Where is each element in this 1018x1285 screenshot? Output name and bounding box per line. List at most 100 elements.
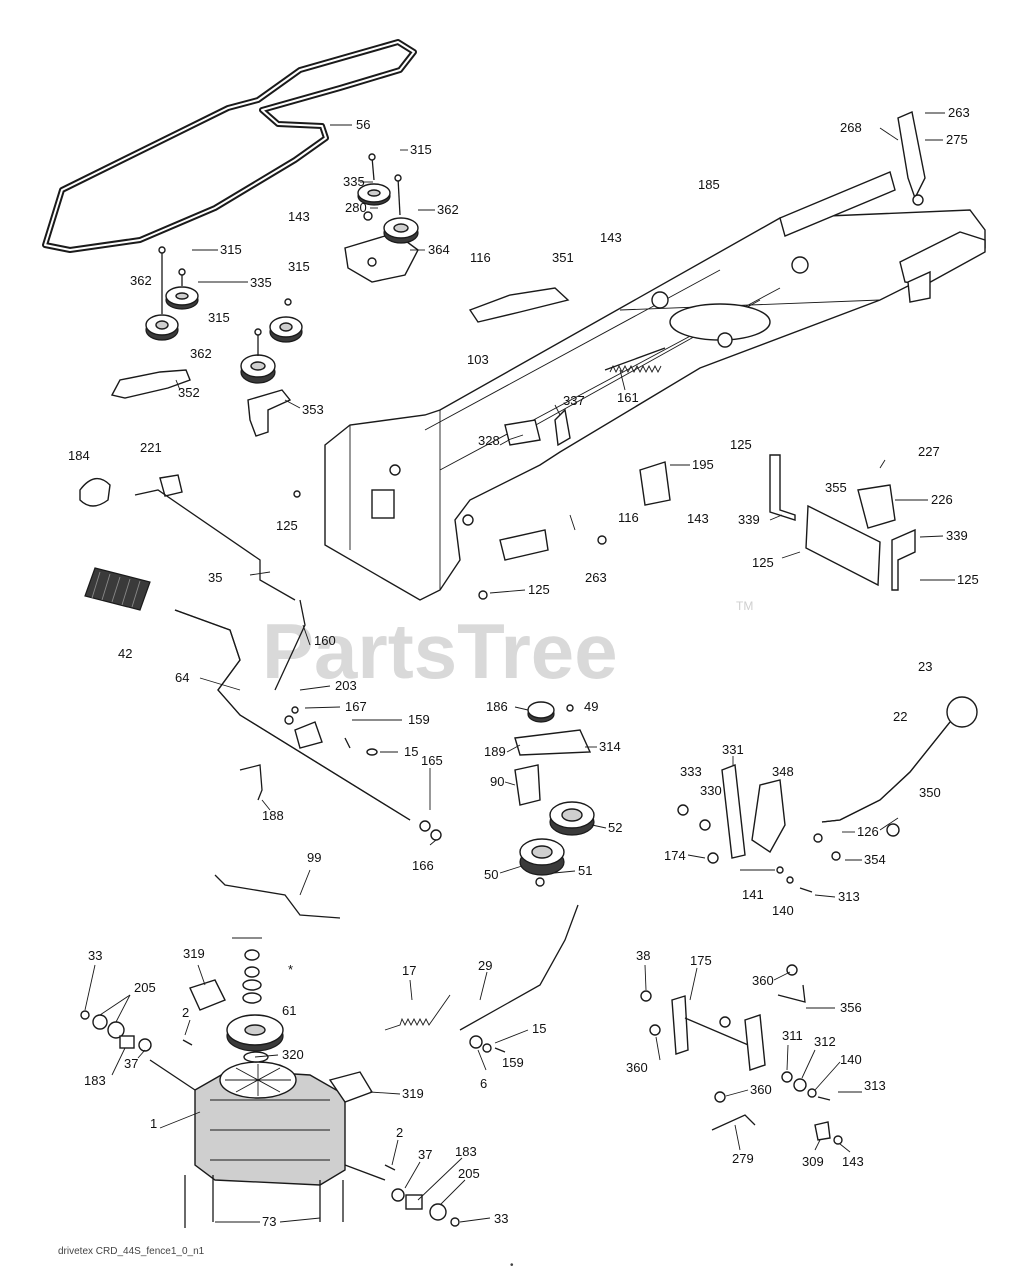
callout-352: 352 — [178, 385, 200, 400]
bracket-339-left[interactable] — [769, 454, 796, 521]
pulley-186[interactable] — [527, 701, 555, 723]
shift-lever-22[interactable] — [821, 721, 951, 823]
rod-99[interactable] — [214, 874, 341, 919]
callout-22: 22 — [893, 709, 907, 724]
callout-364: 364 — [428, 242, 450, 257]
lift-rod-35[interactable] — [134, 489, 296, 601]
spring-161[interactable] — [604, 347, 666, 374]
left-pulley-bolts — [158, 246, 292, 356]
callout-330: 330 — [700, 783, 722, 798]
clip-221[interactable] — [159, 474, 183, 497]
callout-313: 313 — [838, 889, 860, 904]
clip-160[interactable] — [274, 599, 306, 691]
callout-52: 52 — [608, 820, 622, 835]
callout-64: 64 — [175, 670, 189, 685]
bolts-73[interactable] — [184, 1175, 344, 1228]
idler-arm-353[interactable] — [247, 389, 292, 437]
callout-314: 314 — [599, 739, 621, 754]
pulley-50[interactable] — [519, 838, 565, 876]
bracket-339-right[interactable] — [891, 528, 916, 591]
callout-339: 339 — [946, 528, 968, 543]
callout-227: 227 — [918, 444, 940, 459]
callout-166: 166 — [412, 858, 434, 873]
knob-23[interactable] — [946, 696, 978, 728]
callout-313: 313 — [864, 1078, 886, 1093]
link-188[interactable] — [239, 764, 263, 801]
knob-184[interactable] — [79, 477, 111, 507]
pulley-52[interactable] — [549, 801, 595, 836]
pulley-61[interactable] — [226, 1014, 284, 1052]
pulley-335-left[interactable] — [165, 286, 199, 310]
callout-189: 189 — [484, 744, 506, 759]
callout-328: 328 — [478, 433, 500, 448]
bracket-195[interactable] — [639, 461, 671, 506]
pulley-362-upper[interactable] — [383, 217, 419, 244]
callout-33: 33 — [494, 1211, 508, 1226]
rear-plate-355[interactable] — [805, 504, 881, 587]
callout-141: 141 — [742, 887, 764, 902]
callout-186: 186 — [486, 699, 508, 714]
callout-183: 183 — [455, 1144, 477, 1159]
callout-309: 309 — [802, 1154, 824, 1169]
drive-belt[interactable] — [42, 39, 417, 253]
pulley-362-left[interactable] — [145, 314, 179, 341]
grip-42[interactable] — [84, 567, 151, 611]
bracket-189[interactable] — [514, 729, 592, 756]
callout-174: 174 — [664, 848, 686, 863]
callout-143: 143 — [288, 209, 310, 224]
callout-143: 143 — [687, 511, 709, 526]
lever-268[interactable] — [897, 111, 926, 206]
shaft-175[interactable] — [671, 995, 766, 1071]
callout-49: 49 — [584, 699, 598, 714]
callout-140: 140 — [772, 903, 794, 918]
callout-360: 360 — [752, 973, 774, 988]
callout-125: 125 — [752, 555, 774, 570]
callout-320: 320 — [282, 1047, 304, 1062]
spring-17[interactable] — [384, 994, 451, 1031]
callout-15: 15 — [532, 1021, 546, 1036]
callout-319: 319 — [183, 946, 205, 961]
small-parts-left — [284, 490, 607, 841]
transaxle[interactable] — [149, 1059, 386, 1186]
callout-362: 362 — [437, 202, 459, 217]
callout-184: 184 — [68, 448, 90, 463]
callout-116: 116 — [618, 510, 639, 525]
callout-315: 315 — [208, 310, 230, 325]
pulley-315-right[interactable] — [269, 316, 303, 343]
main-frame[interactable] — [324, 171, 986, 601]
link-331[interactable] — [721, 764, 746, 859]
bolt-49[interactable] — [566, 704, 574, 712]
bracket-226[interactable] — [857, 484, 896, 529]
callout-221: 221 — [140, 440, 162, 455]
washer-51[interactable] — [535, 877, 545, 887]
callout-42: 42 — [118, 646, 132, 661]
bracket-319-left[interactable] — [189, 979, 226, 1011]
bolts-315-upper — [363, 153, 402, 221]
bracket-348[interactable] — [751, 779, 786, 854]
callout-143: 143 — [842, 1154, 864, 1169]
callout-23: 23 — [918, 659, 932, 674]
callout-51: 51 — [578, 863, 592, 878]
callout-351: 351 — [552, 250, 574, 265]
callout-275: 275 — [946, 132, 968, 147]
bracket-328[interactable] — [504, 419, 541, 446]
idler-arm-352[interactable] — [110, 369, 191, 399]
rod-356[interactable] — [777, 984, 806, 1003]
bracket-351[interactable] — [468, 287, 570, 323]
arm-279[interactable] — [711, 1114, 756, 1131]
callout-263: 263 — [948, 105, 970, 120]
pulley-335-upper[interactable] — [357, 183, 391, 206]
callout-61: 61 — [282, 1003, 296, 1018]
rod-29[interactable] — [459, 904, 579, 1031]
pulley-362-lower[interactable] — [240, 354, 276, 384]
rod-90[interactable] — [514, 764, 541, 806]
fan-pulley[interactable] — [219, 1061, 297, 1099]
bracket-337[interactable] — [554, 408, 571, 447]
callout-183: 183 — [84, 1073, 106, 1088]
lift-shaft-64[interactable] — [174, 609, 411, 821]
callout-203: 203 — [335, 678, 357, 693]
callout-195: 195 — [692, 457, 714, 472]
callout-362: 362 — [130, 273, 152, 288]
callout-354: 354 — [864, 852, 886, 867]
